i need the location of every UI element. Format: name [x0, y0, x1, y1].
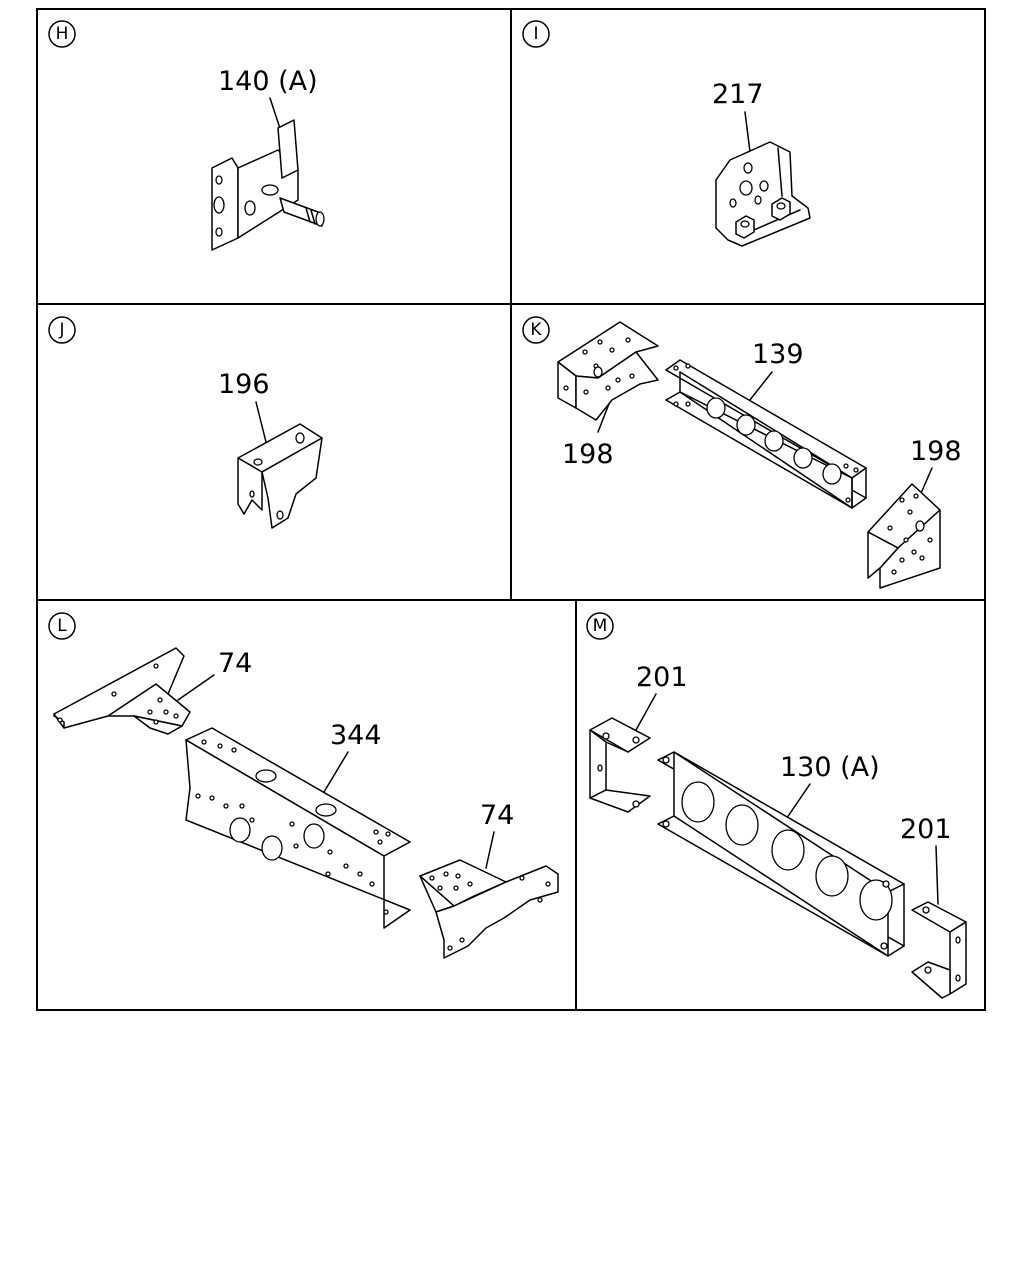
part-label-198-right: 198	[910, 436, 962, 467]
panel-frames	[36, 8, 986, 1011]
part-201-top-bracket	[589, 717, 651, 813]
leader-74-right	[485, 831, 495, 869]
part-label-198-left: 198	[562, 439, 614, 470]
panel-l-letter: L	[57, 616, 67, 636]
panel-k-letter: K	[530, 320, 542, 340]
leader-201-bottom	[935, 845, 939, 905]
panel-h-letter: H	[56, 24, 69, 44]
panel-m: M 201 130 (A) 201	[586, 612, 967, 999]
panel-h-marker	[48, 20, 76, 48]
panel-i-marker	[522, 20, 550, 48]
part-198-right-bracket	[867, 483, 941, 589]
part-label-344: 344	[330, 720, 382, 751]
panel-k-marker	[522, 316, 550, 344]
panel-j-marker	[48, 316, 76, 344]
part-label-130a: 130 (A)	[780, 752, 880, 783]
panel-l: L 74 344 74	[48, 612, 559, 959]
panel-k: K 139 198 198	[522, 316, 962, 589]
part-198-left-bracket	[557, 321, 659, 421]
part-217-bracket	[715, 141, 811, 247]
part-label-140a: 140 (A)	[218, 66, 318, 97]
panel-i: I 217	[522, 20, 811, 247]
panel-m-marker	[586, 612, 614, 640]
panel-i-letter: I	[533, 24, 538, 44]
part-label-196: 196	[218, 369, 270, 400]
panel-l-marker	[48, 612, 76, 640]
leader-217	[744, 111, 751, 153]
part-74-left-mount	[53, 647, 191, 735]
part-label-74-right: 74	[480, 800, 514, 831]
panel-m-letter: M	[593, 616, 608, 636]
part-196-bracket	[237, 423, 323, 529]
part-label-217: 217	[712, 79, 764, 110]
part-139-crossmember	[665, 359, 867, 509]
panel-j: J 196	[48, 316, 323, 529]
leader-74-left	[177, 674, 215, 701]
part-201-bottom-bracket	[911, 901, 967, 999]
part-130a-crossmember	[657, 751, 905, 957]
part-140a-bracket	[211, 119, 325, 251]
part-label-201-bottom: 201	[900, 814, 952, 845]
part-344-crossmember	[185, 727, 411, 929]
panel-j-letter: J	[58, 320, 64, 340]
panel-h: H 140 (A)	[48, 20, 325, 251]
leader-201-top	[635, 693, 657, 731]
leader-196	[255, 401, 267, 443]
part-label-201-top: 201	[636, 662, 688, 693]
part-label-139: 139	[752, 339, 804, 370]
part-74-right-mount	[419, 859, 559, 959]
part-label-74-left: 74	[218, 648, 252, 679]
